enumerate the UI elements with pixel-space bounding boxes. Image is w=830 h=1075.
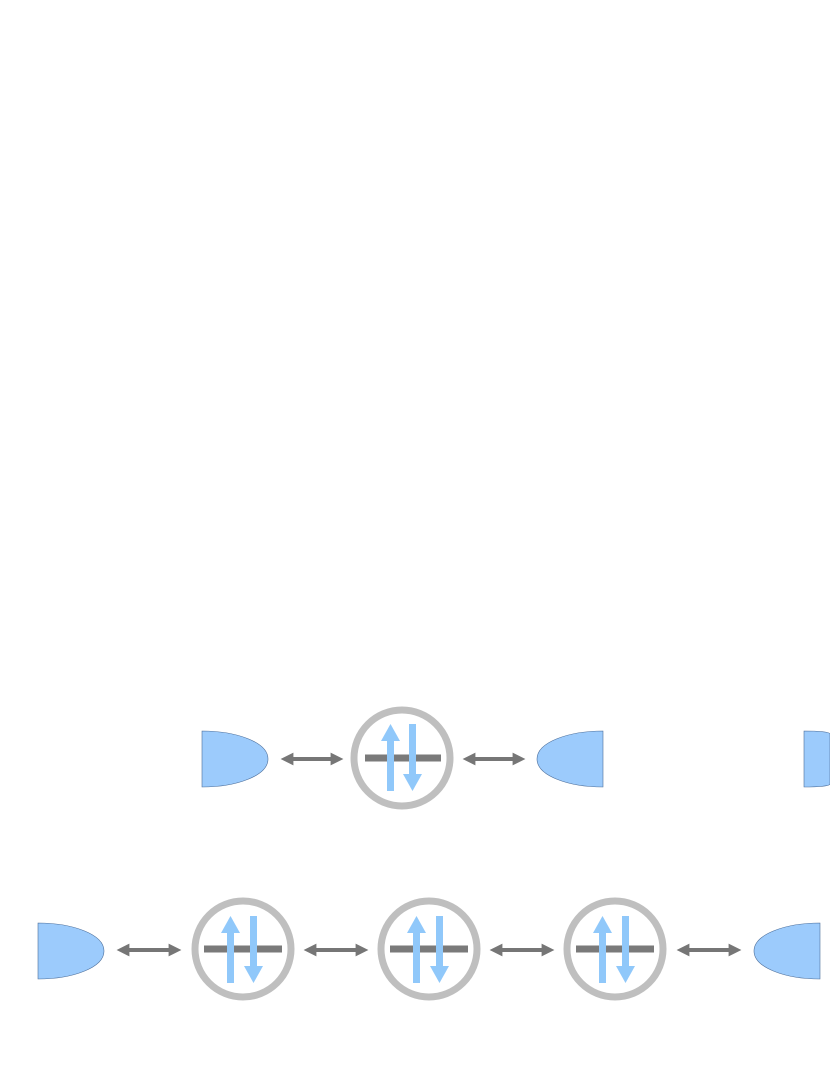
site [350,706,454,810]
row-single-site [201,706,830,810]
site-ring [563,897,667,1001]
site-ring [377,897,481,1001]
row-three-sites [37,897,821,1001]
spin-up-arrow-icon [381,724,400,791]
right-lead [753,922,821,980]
spin-up-arrow-icon [221,916,240,983]
spin-down-arrow-icon [616,916,635,983]
cropped-lead [803,730,830,788]
site [191,897,295,1001]
left-lead [37,922,105,980]
site [377,897,481,1001]
site [563,897,667,1001]
spin-up-arrow-icon [407,916,426,983]
site-ring [191,897,295,1001]
spin-up-arrow-icon [593,916,612,983]
left-lead [201,730,269,788]
spin-down-arrow-icon [403,724,422,791]
spin-down-arrow-icon [244,916,263,983]
right-lead [536,730,604,788]
site-ring [350,706,454,810]
spin-down-arrow-icon [430,916,449,983]
